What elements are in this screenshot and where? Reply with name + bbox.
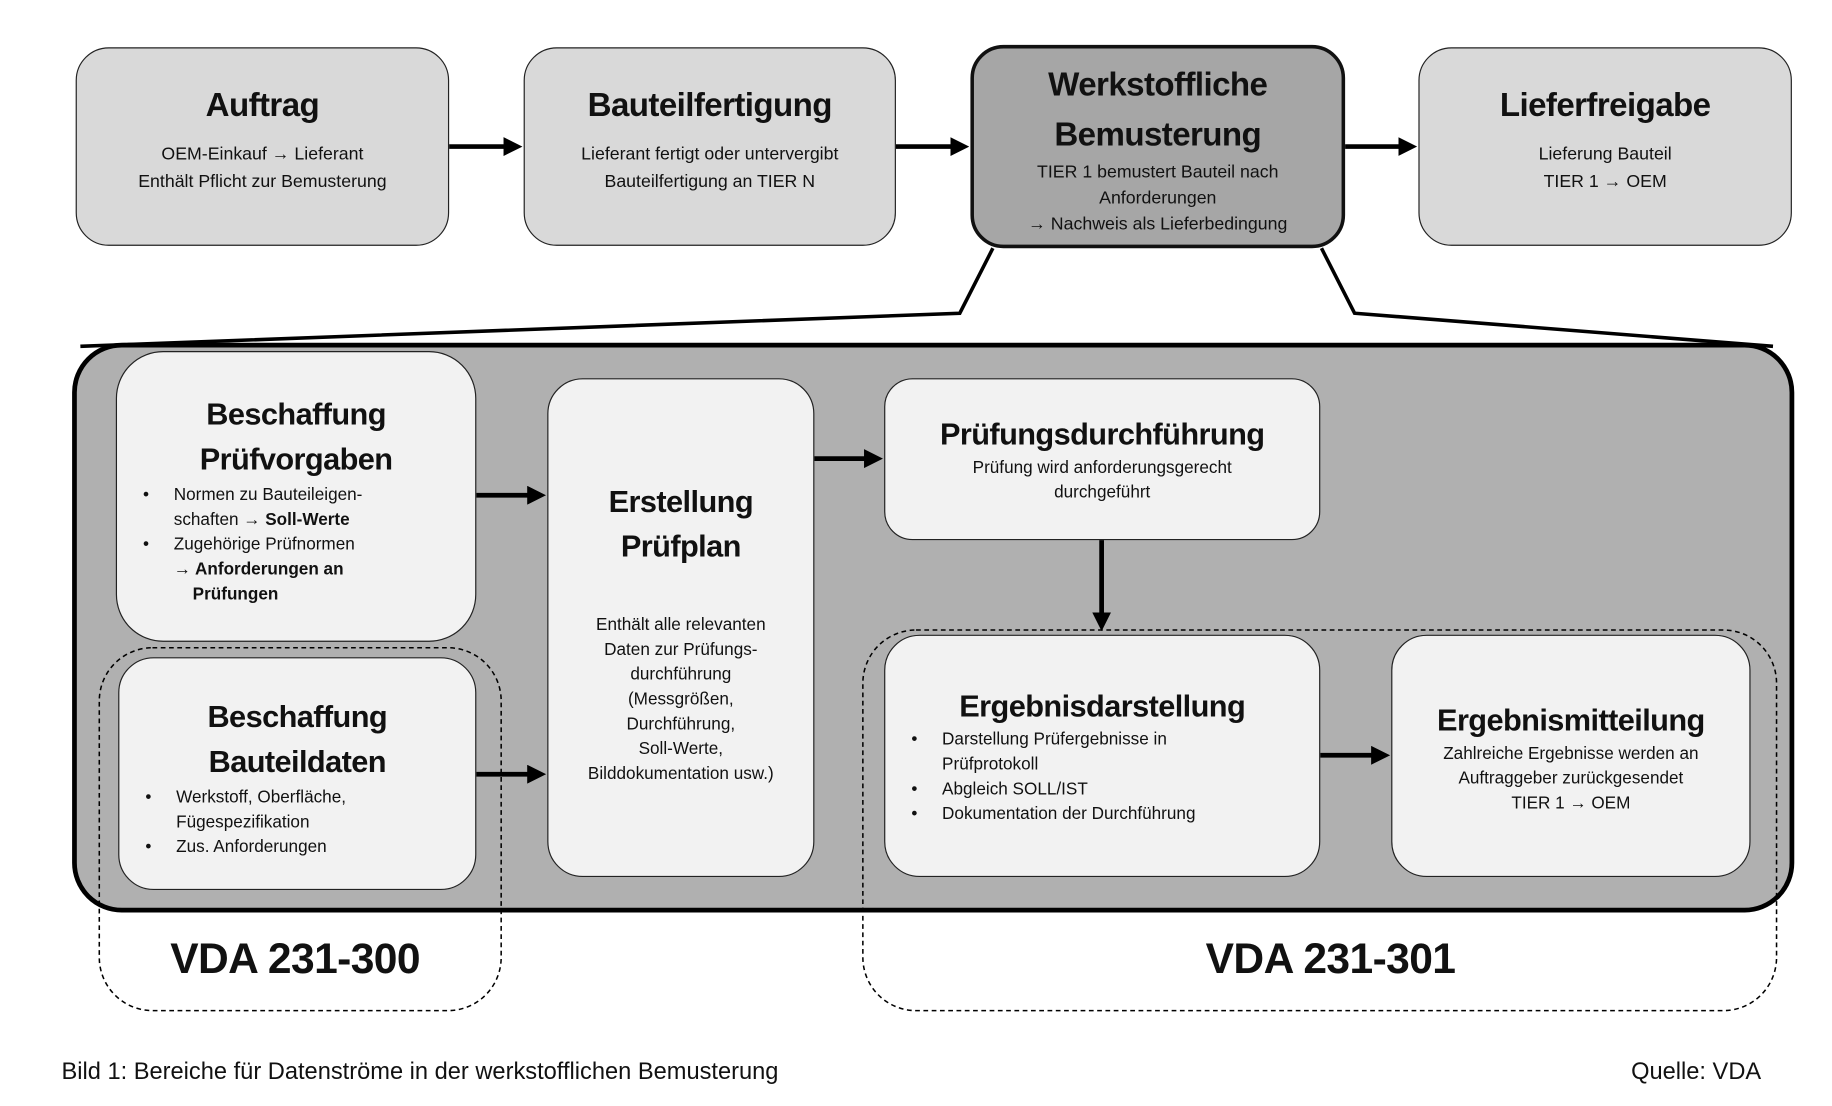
zoom-line-right [1319, 247, 1774, 349]
figure-caption: Bild 1: Bereiche für Datenströme in der … [61, 1059, 779, 1086]
vda-231-300-label: VDA 231-300 [170, 933, 420, 983]
box-beschaffung-pruefvorgaben: Beschaffung Prüfvorgaben Normen zu Baute… [115, 351, 477, 642]
box-ergebnisdarstellung: Ergebnisdarstellung Darstellung Prüferge… [884, 634, 1321, 878]
text-line: Enthält alle relevanten [596, 615, 766, 635]
figure-source: Quelle: VDA [1631, 1059, 1762, 1086]
zoom-line-left [80, 247, 995, 349]
step-line: Enthält Pflicht zur Bemusterung [138, 171, 387, 192]
text-line: Soll-Werte, [638, 739, 724, 759]
text-line: Durchführung, [626, 715, 736, 735]
box-title: Prüfvorgaben [199, 440, 393, 477]
text-line: durchführung [630, 665, 732, 685]
step-title: Auftrag [205, 86, 320, 123]
step-auftrag: Auftrag OEM-Einkauf → Lieferant Enthält … [75, 47, 450, 246]
box-beschaffung-bauteildaten: Beschaffung Bauteildaten Werkstoff, Ober… [118, 657, 477, 891]
text-line: Bilddokumentation usw.) [587, 764, 774, 784]
step-title: Bauteilfertigung [587, 86, 833, 123]
text-line: Zahlreiche Ergebnisse werden an [1443, 744, 1699, 764]
detail-panel [72, 342, 1795, 913]
text-line: Auftraggeber zurückgesendet [1458, 769, 1684, 789]
text-line: Prüfung wird anforderungsgerecht [972, 458, 1232, 478]
step-title: Lieferfreigabe [1499, 86, 1711, 123]
box-title: Ergebnisdarstellung [959, 687, 1246, 724]
text-line: TIER 1 → OEM [1511, 794, 1631, 814]
box-title: Beschaffung [207, 698, 388, 735]
vda-231-301-label: VDA 231-301 [1205, 933, 1456, 983]
bullet-item: Zus. Anforderungen [145, 836, 404, 861]
bullet-item: Normen zu Bauteileigen-schaften → Soll-W… [143, 483, 475, 533]
box-erstellung-pruefplan: Erstellung Prüfplan Enthält alle relevan… [547, 378, 815, 878]
step-line: Anforderungen [1099, 187, 1217, 209]
box-title: Ergebnismitteilung [1437, 702, 1705, 738]
step-title: Werkstoffliche Bemusterung [1048, 66, 1268, 153]
bullet-item: Darstellung Prüfergebnisse in Prüfprotok… [911, 728, 1248, 778]
step-lieferfreigabe: Lieferfreigabe Lieferung Bauteil TIER 1 … [1418, 47, 1792, 246]
bullet-item: Abgleich SOLL/IST [911, 778, 1248, 803]
box-title: Beschaffung [206, 395, 386, 432]
step-line: → Nachweis als Lieferbedingung [1028, 213, 1288, 235]
step-bauteilfertigung: Bauteilfertigung Lieferant fertigt oder … [523, 47, 896, 246]
box-ergebnismitteilung: Ergebnismitteilung Zahlreiche Ergebnisse… [1391, 634, 1751, 878]
text-line: (Messgrößen, [627, 690, 734, 710]
vda-300-group [98, 646, 502, 1012]
step-line: TIER 1 bemustert Bauteil nach [1037, 161, 1279, 183]
vda-301-group [862, 629, 1778, 1012]
bullet-item: Dokumentation der Durchführung [911, 803, 1248, 828]
box-title: Prüfplan [620, 528, 742, 564]
box-title: Erstellung [608, 483, 754, 519]
box-title: Bauteildaten [208, 743, 387, 779]
bullet-item: Zugehörige Prüfnormen→ Anforderungen anP… [143, 533, 475, 607]
step-line: TIER 1 → OEM [1543, 171, 1667, 192]
bullet-item: Werkstoff, Oberfläche, Fügespezifikation [145, 786, 404, 836]
text-line: Daten zur Prüfungs- [604, 640, 758, 660]
step-line: OEM-Einkauf → Lieferant [161, 144, 364, 165]
step-line: Lieferant fertigt oder untervergibt [581, 144, 839, 165]
step-line: Bauteilfertigung an TIER N [604, 171, 816, 192]
step-line: Lieferung Bauteil [1538, 144, 1672, 165]
step-werkstoffliche-bemusterung: Werkstoffliche Bemusterung TIER 1 bemust… [970, 44, 1346, 249]
text-line: durchgeführt [1054, 483, 1151, 503]
box-pruefungsdurchfuehrung: Prüfungsdurchführung Prüfung wird anford… [884, 378, 1321, 541]
box-title: Prüfungsdurchführung [939, 416, 1265, 452]
